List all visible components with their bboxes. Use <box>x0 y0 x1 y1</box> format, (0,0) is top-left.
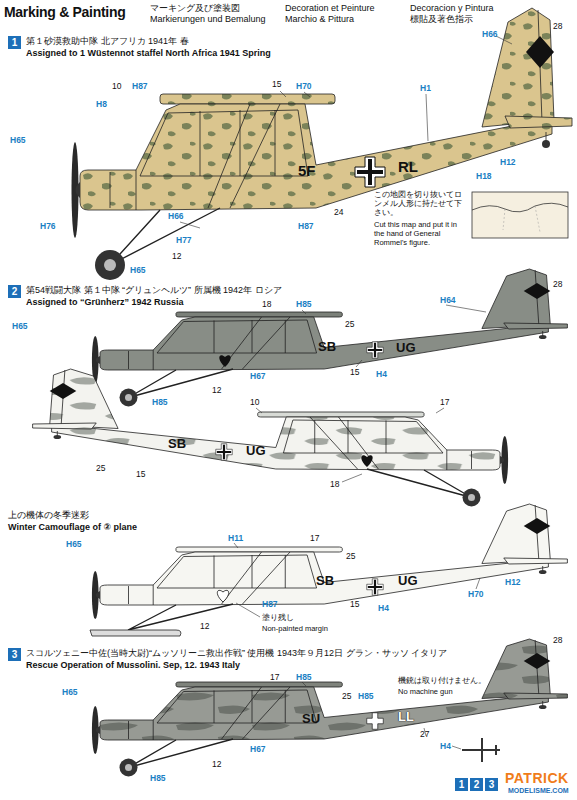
caption-text: 上の機体の冬季迷彩 <box>8 510 89 520</box>
caption-text: Marchio & Pittura <box>285 14 354 24</box>
caption-text: Rescue Operation of Mussolini. Sep, 12. … <box>26 660 240 670</box>
section-badge: 3 <box>485 778 498 791</box>
note-text: No machine gun <box>398 687 453 696</box>
note-text: この地図を切り抜いてロンメル人形に持たせて下さい。 <box>374 190 468 217</box>
paint-code: H4 <box>376 370 387 380</box>
caption-text: 第１砂漠救助中隊 北アフリカ 1941年 春 <box>26 36 189 46</box>
callout-number: 12 <box>200 622 209 632</box>
section-badge: 2 <box>470 778 483 791</box>
sheet-title: Marking & Painting <box>4 4 125 20</box>
paint-code: H76 <box>40 222 56 232</box>
caption-text: Decoracion y Pintura <box>410 3 494 13</box>
caption-text: 標貼及著色指示 <box>410 14 473 24</box>
section-badge: 1 <box>8 36 21 49</box>
aircraft-code: SU <box>302 712 320 727</box>
caption-text: Decoration et Peinture <box>285 3 375 13</box>
watermark: MODELISME.COM <box>508 787 569 795</box>
caption-text: Winter Camouflage of ② plane <box>8 522 137 532</box>
callout-number: 25 <box>346 552 355 562</box>
callout-number: 10 <box>112 82 121 92</box>
paint-code: H66 <box>482 30 498 40</box>
callout-number: 15 <box>350 368 359 378</box>
aircraft-code: UG <box>398 574 418 589</box>
paint-code: H85 <box>150 774 166 784</box>
paint-code: H12 <box>505 578 521 588</box>
callout-number: 25 <box>96 464 105 474</box>
aircraft-code: UG <box>246 444 266 459</box>
callout-number: 27 <box>420 730 429 740</box>
callout-number: 17 <box>270 673 279 683</box>
watermark: PATRICK <box>505 770 569 786</box>
aircraft-code: LL <box>398 710 414 725</box>
callout-number: 12 <box>212 760 221 770</box>
paint-code: H65 <box>130 266 146 276</box>
aircraft-code: 5F <box>298 162 316 179</box>
callout-number: 25 <box>345 320 354 330</box>
paint-code: H4 <box>440 742 451 752</box>
caption-text: Assigned to 1 Wüstennot staffel North Af… <box>26 48 271 58</box>
paint-code: H67 <box>250 745 266 755</box>
paint-code: H77 <box>176 236 192 246</box>
callout-number: 18 <box>330 480 339 490</box>
paint-code: H87 <box>298 222 314 232</box>
paint-code: H4 <box>378 604 389 614</box>
callout-number: 15 <box>350 600 359 610</box>
callout-number: 17 <box>310 534 319 544</box>
caption-text: マーキング及び塗装図 <box>150 3 240 13</box>
callout-number: 28 <box>553 22 562 32</box>
paint-code: H85 <box>296 673 312 683</box>
section-badge: 3 <box>8 648 21 661</box>
caption-text: Assigned to “Grünherz” 1942 Russia <box>26 297 184 307</box>
paint-code: H66 <box>168 212 184 222</box>
note-text: Cut this map and put it in the hand of G… <box>374 220 468 247</box>
callout-number: 18 <box>262 300 271 310</box>
paint-code: H70 <box>468 590 484 600</box>
paint-code: H85 <box>296 300 312 310</box>
paint-code: H87 <box>132 82 148 92</box>
paint-code: H8 <box>96 100 107 110</box>
note-text: 機銃は取り付けません。 <box>398 676 486 685</box>
callout-number: 28 <box>553 636 562 646</box>
paint-code: H12 <box>500 158 516 168</box>
callout-number: 25 <box>342 692 351 702</box>
callout-number: 15 <box>136 470 145 480</box>
callout-number: 12 <box>172 252 181 262</box>
callout-number: 10 <box>250 398 259 408</box>
paint-code: H65 <box>10 136 26 146</box>
paint-code: H11 <box>228 534 243 544</box>
callout-number: 12 <box>212 386 221 396</box>
section-badge: 2 <box>8 285 21 298</box>
paint-code: H65 <box>12 322 28 332</box>
paint-code: H65 <box>62 688 78 698</box>
paint-code: H85 <box>152 398 168 408</box>
callout-number: 24 <box>334 208 343 218</box>
aircraft-code: SB <box>318 340 336 355</box>
callout-number: 17 <box>440 398 449 408</box>
aircraft-code: RL <box>398 158 418 175</box>
section-badge: 1 <box>455 778 468 791</box>
aircraft-code: SB <box>316 574 334 589</box>
paint-code: H1 <box>420 84 431 94</box>
paint-code: H85 <box>358 692 374 702</box>
callout-number: 28 <box>553 280 562 290</box>
callout-number: 15 <box>272 80 281 90</box>
paint-code: H87 <box>262 600 278 610</box>
aircraft-code: UG <box>396 341 416 356</box>
paint-code: H67 <box>250 372 266 382</box>
caption-text: Markierungen und Bemalung <box>150 14 266 24</box>
caption-text: 第54戦闘大隊 第１中隊 “グリュンヘルツ” 所属機 1942年 ロシア <box>26 285 282 295</box>
note-text: 塗り残し <box>262 613 294 622</box>
paint-code: H65 <box>66 540 82 550</box>
caption-text: スコルツェニー中佐(当時大尉)“ムッソリーニ救出作戦” 使用機 1943年９月1… <box>26 648 447 658</box>
aircraft-code: SB <box>168 437 186 452</box>
note-text: Non-painted margin <box>262 624 328 633</box>
paint-code: H70 <box>296 82 312 92</box>
paint-code: H18 <box>476 172 492 182</box>
paint-code: H64 <box>440 296 456 306</box>
